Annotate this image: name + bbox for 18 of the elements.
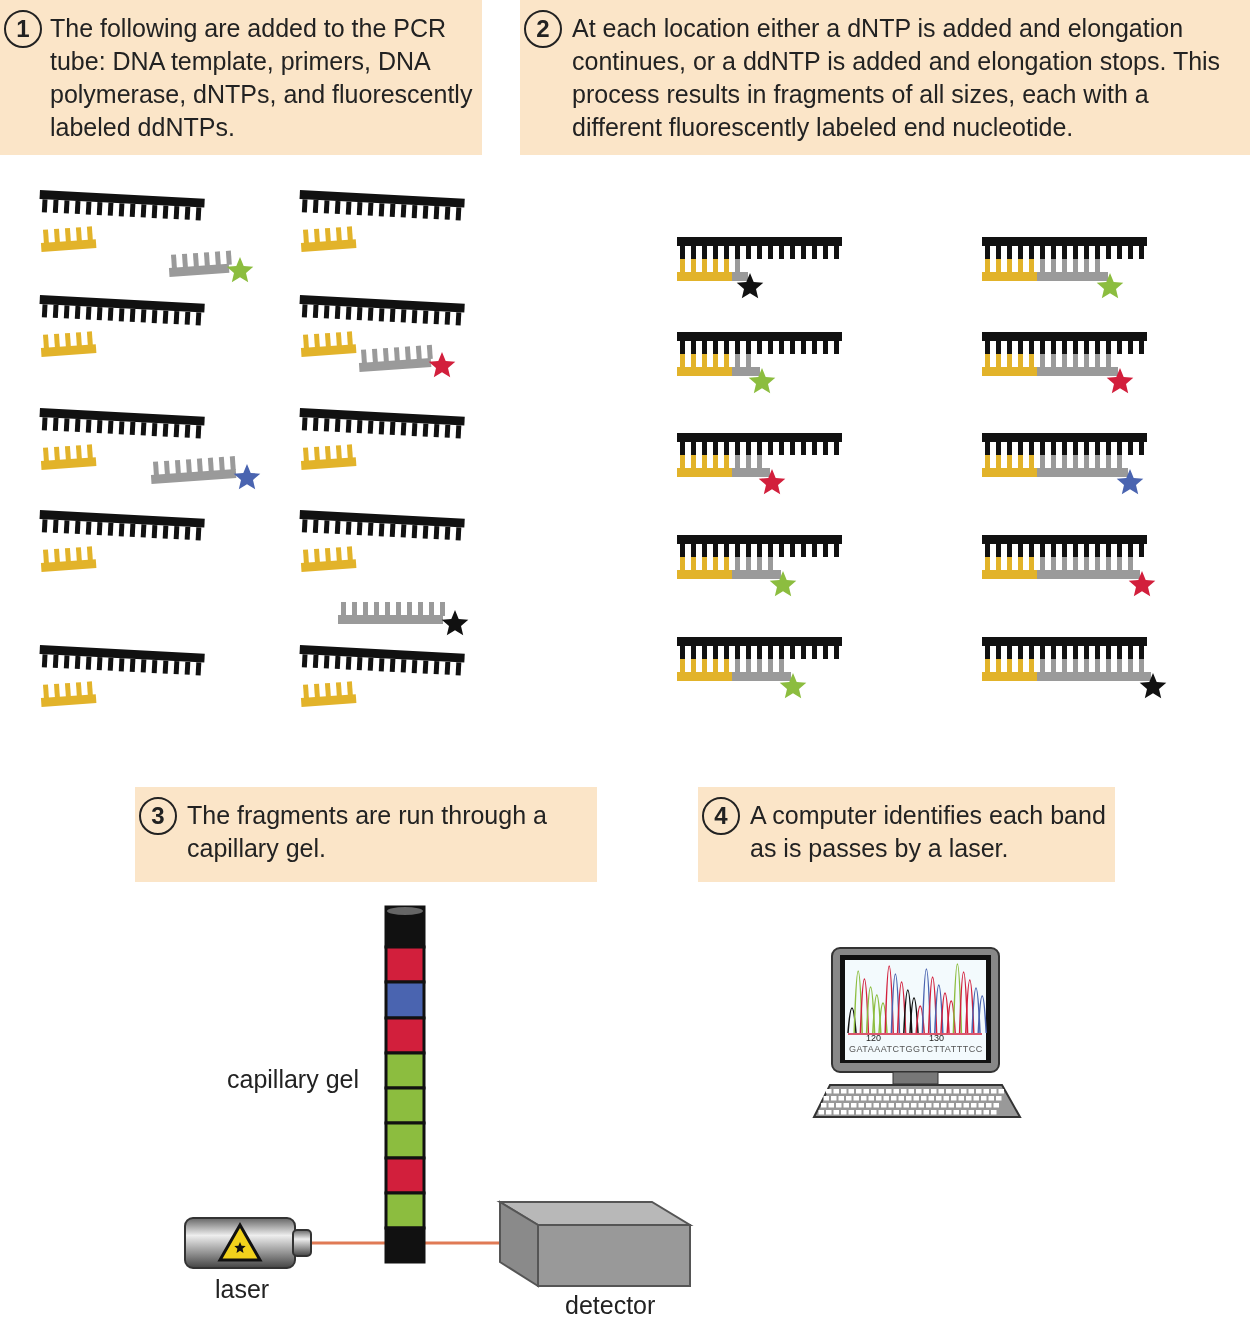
step-number: 1: [4, 10, 42, 48]
axis-tick-label: 120: [866, 1034, 882, 1044]
step-box: [698, 787, 1115, 882]
step-box: [135, 787, 597, 882]
axis-tick-label: 130: [929, 1034, 945, 1044]
part-label: capillary gel: [227, 1066, 359, 1094]
step-text: The following are added to the PCR tube: DNA template, primers, DNA polymerase, dNTPs, and fluorescently labeled ddNTPs.: [50, 13, 474, 143]
step-number: 2: [524, 10, 562, 48]
sequence-readout: GATAAATCTGGTCTTATTTCC: [849, 1045, 983, 1055]
step-box: [0, 0, 482, 155]
step-text: At each location either a dNTP is added and elongation continues, or a ddNTP is added and elongation stops. This process results in fragments of all sizes, each with a different fluorescently labeled end nucleotide.: [572, 13, 1222, 143]
part-label: laser: [215, 1276, 270, 1304]
step-number: 3: [139, 797, 177, 835]
part-label: detector: [565, 1292, 656, 1320]
step-text: The fragments are run through a capillary gel.: [187, 800, 548, 864]
step-box: [520, 0, 1250, 155]
step-number: 4: [702, 797, 740, 835]
step-text: A computer identifies each band as is passes by a laser.: [750, 800, 1107, 864]
